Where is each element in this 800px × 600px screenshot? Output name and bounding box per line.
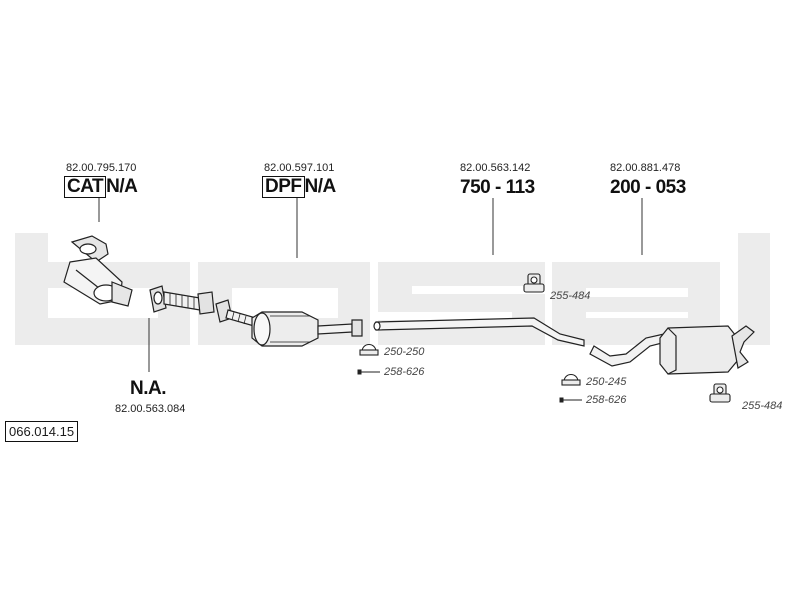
part-number-silencer: 200 - 053 [610, 177, 686, 198]
catalytic-converter-part [63, 235, 133, 307]
fitting-code-4: 250-245 [586, 376, 627, 388]
fitting-code-2: 250-250 [384, 346, 425, 358]
oe-number-pipe: 82.00.563.142 [460, 162, 531, 174]
clamp-2 [561, 373, 581, 386]
hanger-rubber-2 [709, 383, 731, 403]
middle-pipe-part [373, 317, 585, 347]
bolt-1 [357, 369, 380, 375]
part-number-pipe: 750 - 113 [460, 177, 535, 198]
cat-box-label: CAT [64, 176, 107, 198]
flex-pipe-part [149, 285, 215, 315]
clamp-1 [359, 343, 379, 356]
fitting-code-6: 255-484 [742, 400, 783, 412]
rear-silencer-part [589, 325, 755, 375]
dpf-box-label: DPF [262, 176, 305, 198]
fitting-code-5: 258-626 [586, 394, 627, 406]
fitting-code-3: 258-626 [384, 366, 425, 378]
oe-number-cat: 82.00.795.170 [66, 162, 137, 174]
dpf-part [215, 299, 363, 347]
oe-number-dpf: 82.00.597.101 [264, 162, 335, 174]
cat-value: N/A [106, 176, 138, 197]
bolt-2 [559, 397, 582, 403]
catalog-number-box: 066.014.15 [5, 421, 79, 442]
dpf-value: N/A [304, 176, 337, 197]
oe-number-silencer: 82.00.881.478 [610, 162, 681, 174]
part-label-flex: N.A. [130, 378, 167, 399]
oe-number-flex: 82.00.563.084 [115, 403, 186, 415]
hanger-rubber-1 [523, 273, 545, 293]
fitting-code-1: 255-484 [550, 290, 591, 302]
